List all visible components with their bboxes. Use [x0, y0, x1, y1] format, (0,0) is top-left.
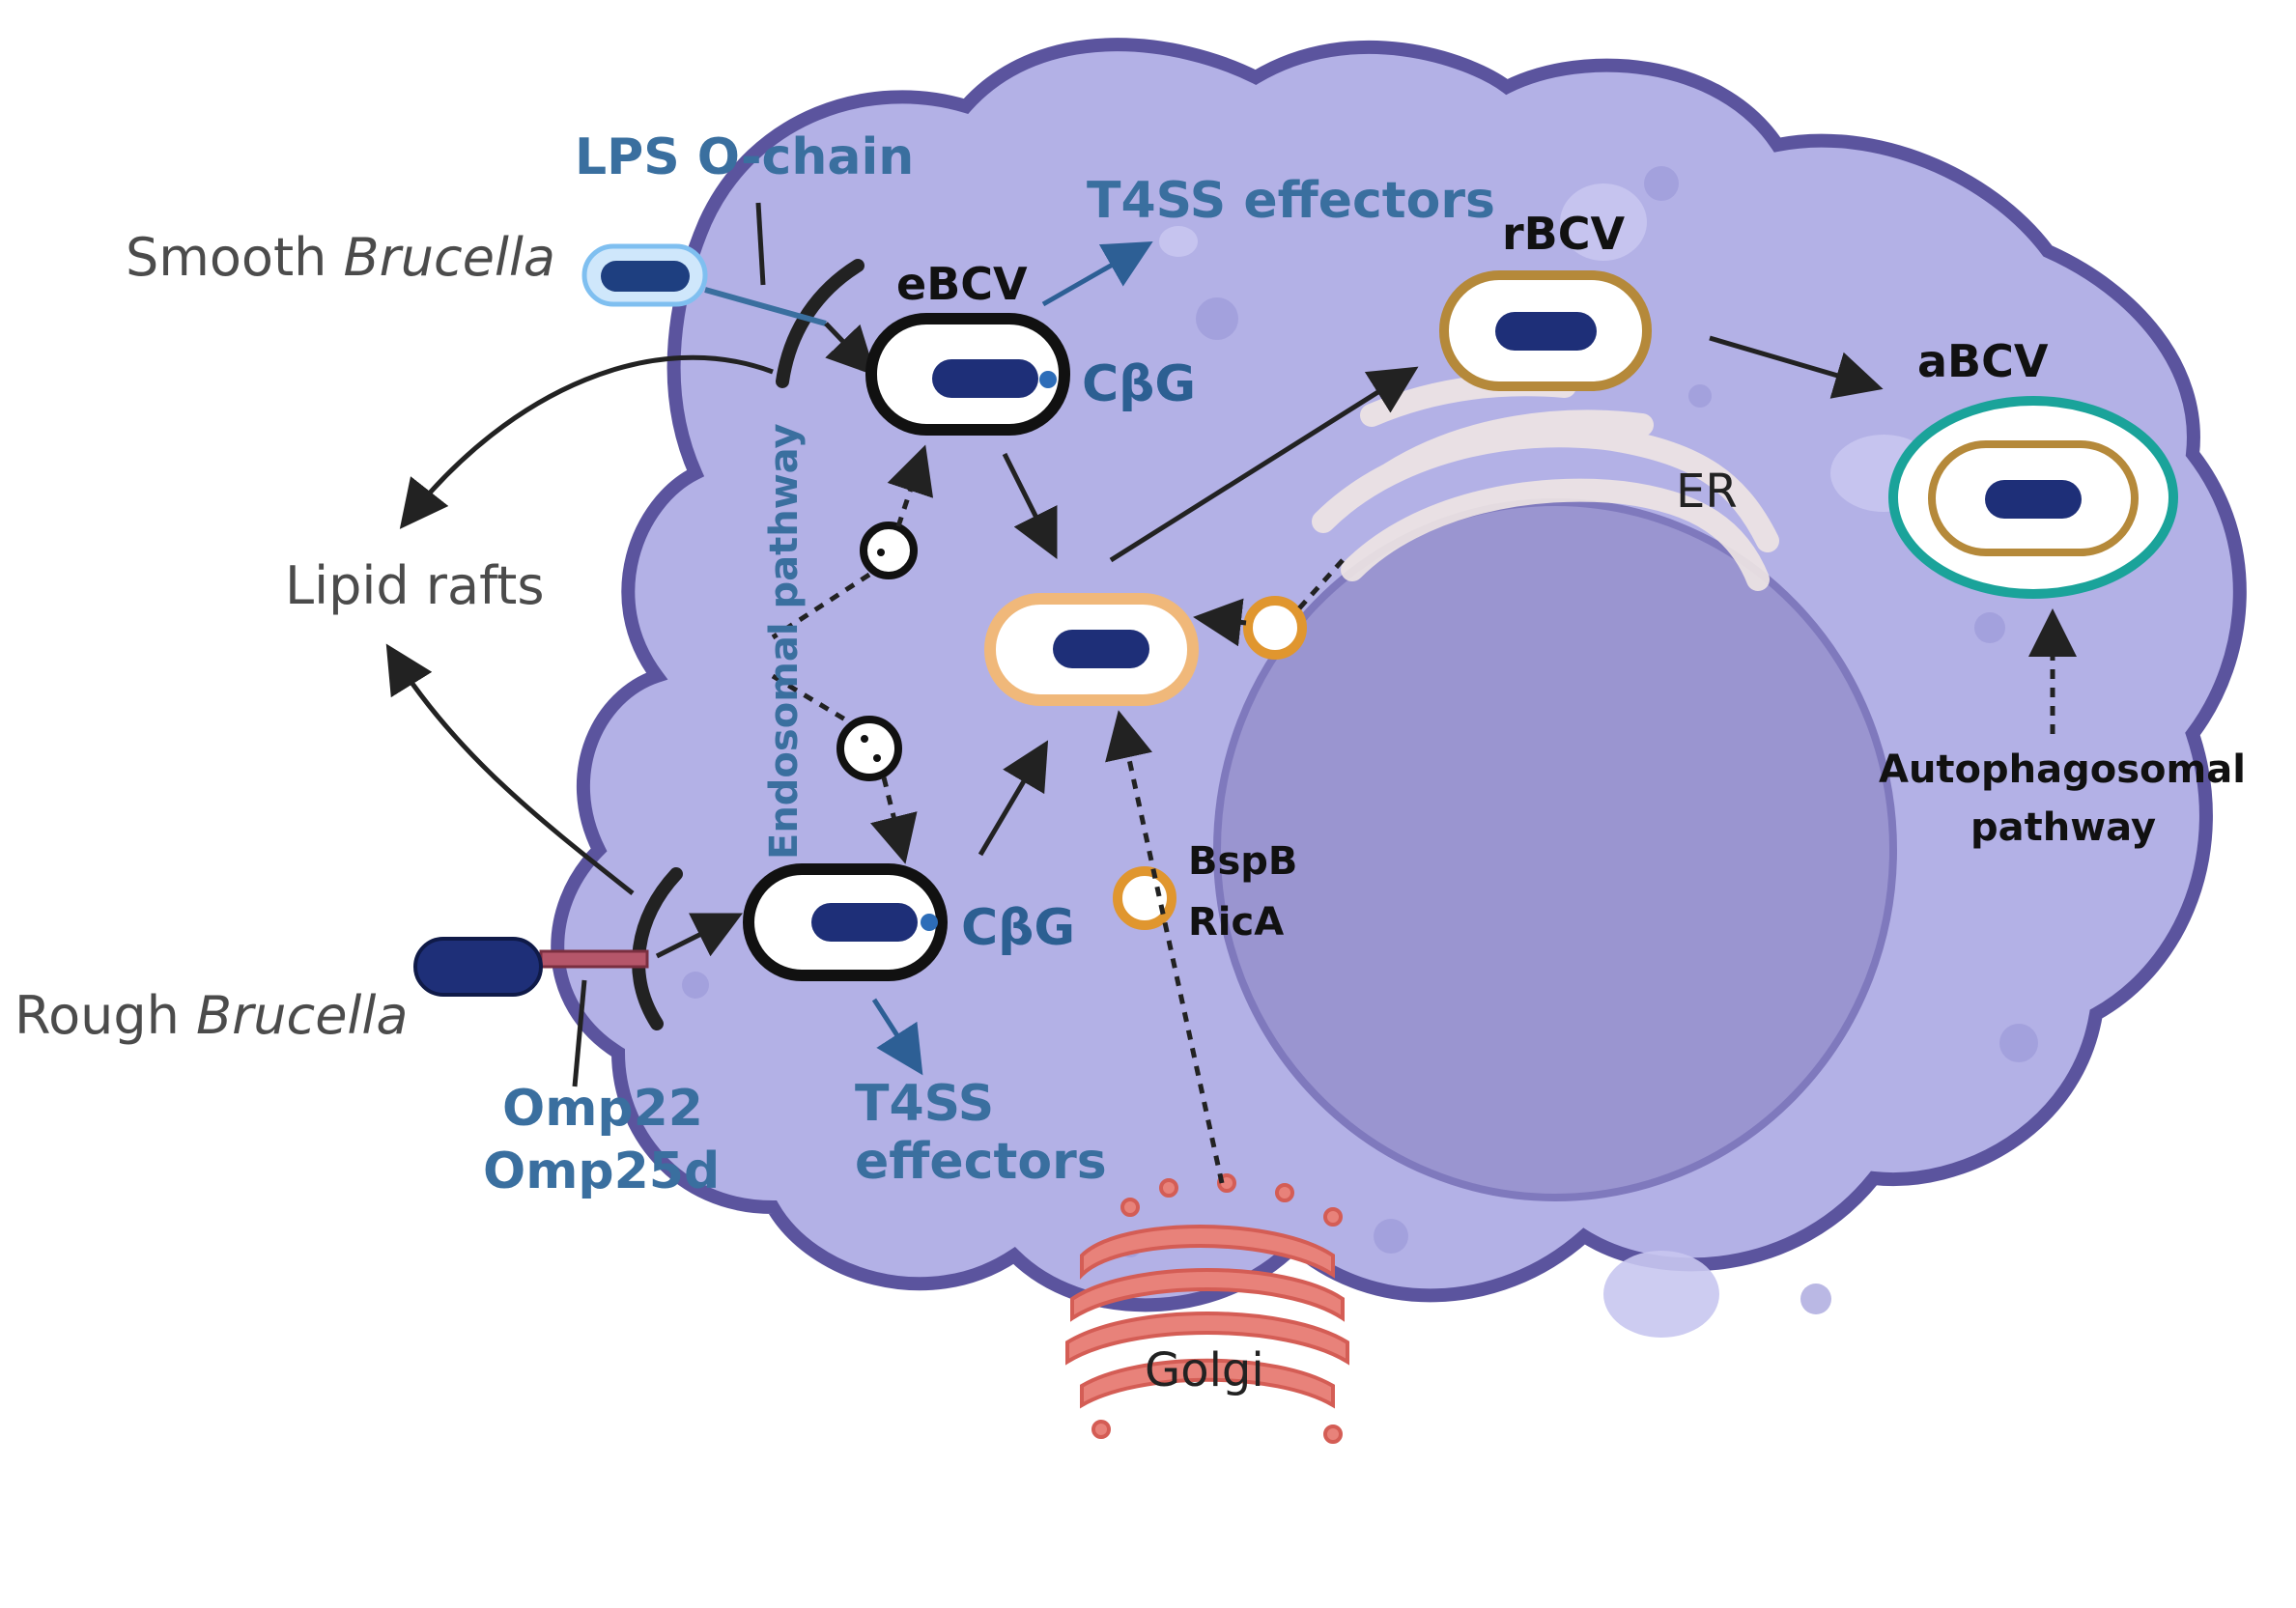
arrow-into-ebcv-top — [824, 322, 876, 377]
arrow-t4ss-top — [1041, 241, 1153, 307]
label-lps-o-chain: LPS O-chain — [575, 128, 914, 186]
abcv-bacterium — [1985, 480, 2082, 519]
label-er: ER — [1676, 465, 1738, 519]
label-t4ss-top: T4SS effectors — [1087, 172, 1495, 230]
golgi-to-bcv-dashed-arrow — [1105, 710, 1225, 1184]
nucleus — [1213, 498, 1897, 1201]
label-t4ss-bottom-2: effectors — [855, 1133, 1107, 1191]
endosome-dot-3 — [873, 754, 881, 762]
endosome-vesicle-1 — [860, 522, 918, 579]
label-endosomal-pathway: Endosomal pathway — [762, 423, 807, 860]
label-bspb: BspB — [1188, 839, 1297, 884]
arrow-to-lipid-rafts-bottom — [385, 643, 635, 895]
cytoplasm-granules — [682, 166, 2137, 1314]
endosomal-dashed-arrows — [771, 444, 934, 864]
golgi-vesicle — [1113, 866, 1176, 930]
raft-membrane-top — [776, 259, 865, 388]
cbg-dot-top — [1039, 371, 1057, 388]
label-pathway: pathway — [1970, 805, 2156, 850]
ebcv-top-bacterium — [932, 359, 1038, 398]
er-vesicle — [1243, 596, 1307, 660]
label-cbg-bottom: CβG — [961, 899, 1075, 957]
label-rbcv: rBCV — [1502, 208, 1626, 260]
label-ebcv: eBCV — [896, 258, 1028, 310]
arrow-bcv-to-rbcv — [1109, 366, 1419, 563]
smooth-brucella-bacterium — [601, 261, 690, 292]
central-bcv-bacterium — [1053, 630, 1149, 668]
label-smooth-brucella: Smooth Brucella — [126, 227, 555, 288]
label-omp25d: Omp25d — [483, 1143, 720, 1200]
golgi-apparatus — [1065, 1173, 1349, 1444]
label-rica: RicA — [1188, 900, 1284, 945]
arrow-into-ebcv-bottom — [655, 913, 743, 959]
endosome-vesicle-2 — [836, 716, 902, 781]
label-cbg-top: CβG — [1082, 355, 1196, 413]
arrow-ebcv-bottom-to-bcv — [978, 740, 1049, 857]
arrow-to-lipid-rafts-top — [399, 354, 774, 529]
lps-o-chain-pointer — [755, 202, 766, 286]
ebcv-bottom-bacterium — [811, 903, 918, 942]
rough-brucella-pili — [539, 949, 649, 969]
cbg-dot-bottom — [921, 914, 938, 931]
arrow-t4ss-bottom — [871, 998, 923, 1076]
lps-o-chain-line — [704, 287, 827, 326]
endoplasmic-reticulum — [1312, 373, 1779, 591]
raft-membrane-bottom — [632, 867, 683, 1030]
label-autophagosomal: Autophagosomal — [1879, 748, 2246, 792]
endosome-dot-2 — [861, 735, 868, 743]
label-t4ss-bottom-1: T4SS — [855, 1075, 994, 1133]
label-rough-brucella: Rough Brucella — [14, 985, 409, 1046]
label-golgi: Golgi — [1145, 1343, 1264, 1397]
rough-brucella-bacterium — [413, 937, 543, 997]
label-abcv: aBCV — [1917, 335, 2049, 387]
endosome-dot-1 — [877, 549, 885, 556]
rbcv-bacterium — [1495, 312, 1597, 351]
er-dashed-arrows — [1193, 558, 1345, 647]
omp-pointer — [572, 979, 587, 1087]
label-omp22: Omp22 — [502, 1080, 703, 1138]
label-lipid-rafts: Lipid rafts — [285, 555, 544, 616]
arrow-rbcv-to-abcv — [1709, 335, 1884, 399]
arrow-ebcv-top-to-bcv — [1002, 452, 1058, 559]
